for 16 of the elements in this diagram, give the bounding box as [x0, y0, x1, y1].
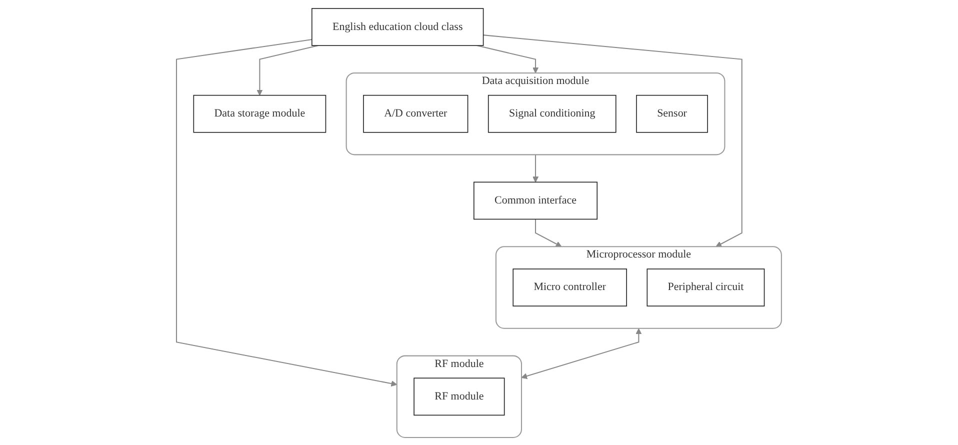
arrow — [532, 154, 539, 182]
arrow — [176, 38, 398, 386]
node-box: English education cloud class — [312, 8, 484, 46]
node-box: Data storage module — [193, 94, 326, 132]
arrow — [521, 328, 642, 379]
node-box: Sensor — [636, 94, 708, 132]
arrow — [476, 44, 539, 73]
node-box: Micro controller — [512, 268, 628, 306]
node-box: RF module — [414, 377, 505, 416]
node-box: Signal conditioning — [488, 94, 616, 132]
arrow — [535, 218, 562, 246]
node-box: Peripheral circuit — [646, 268, 765, 306]
arrow — [483, 34, 742, 246]
arrow — [256, 44, 319, 96]
node-box: Common interface — [474, 181, 598, 220]
node-box: A/D converter — [363, 94, 468, 132]
